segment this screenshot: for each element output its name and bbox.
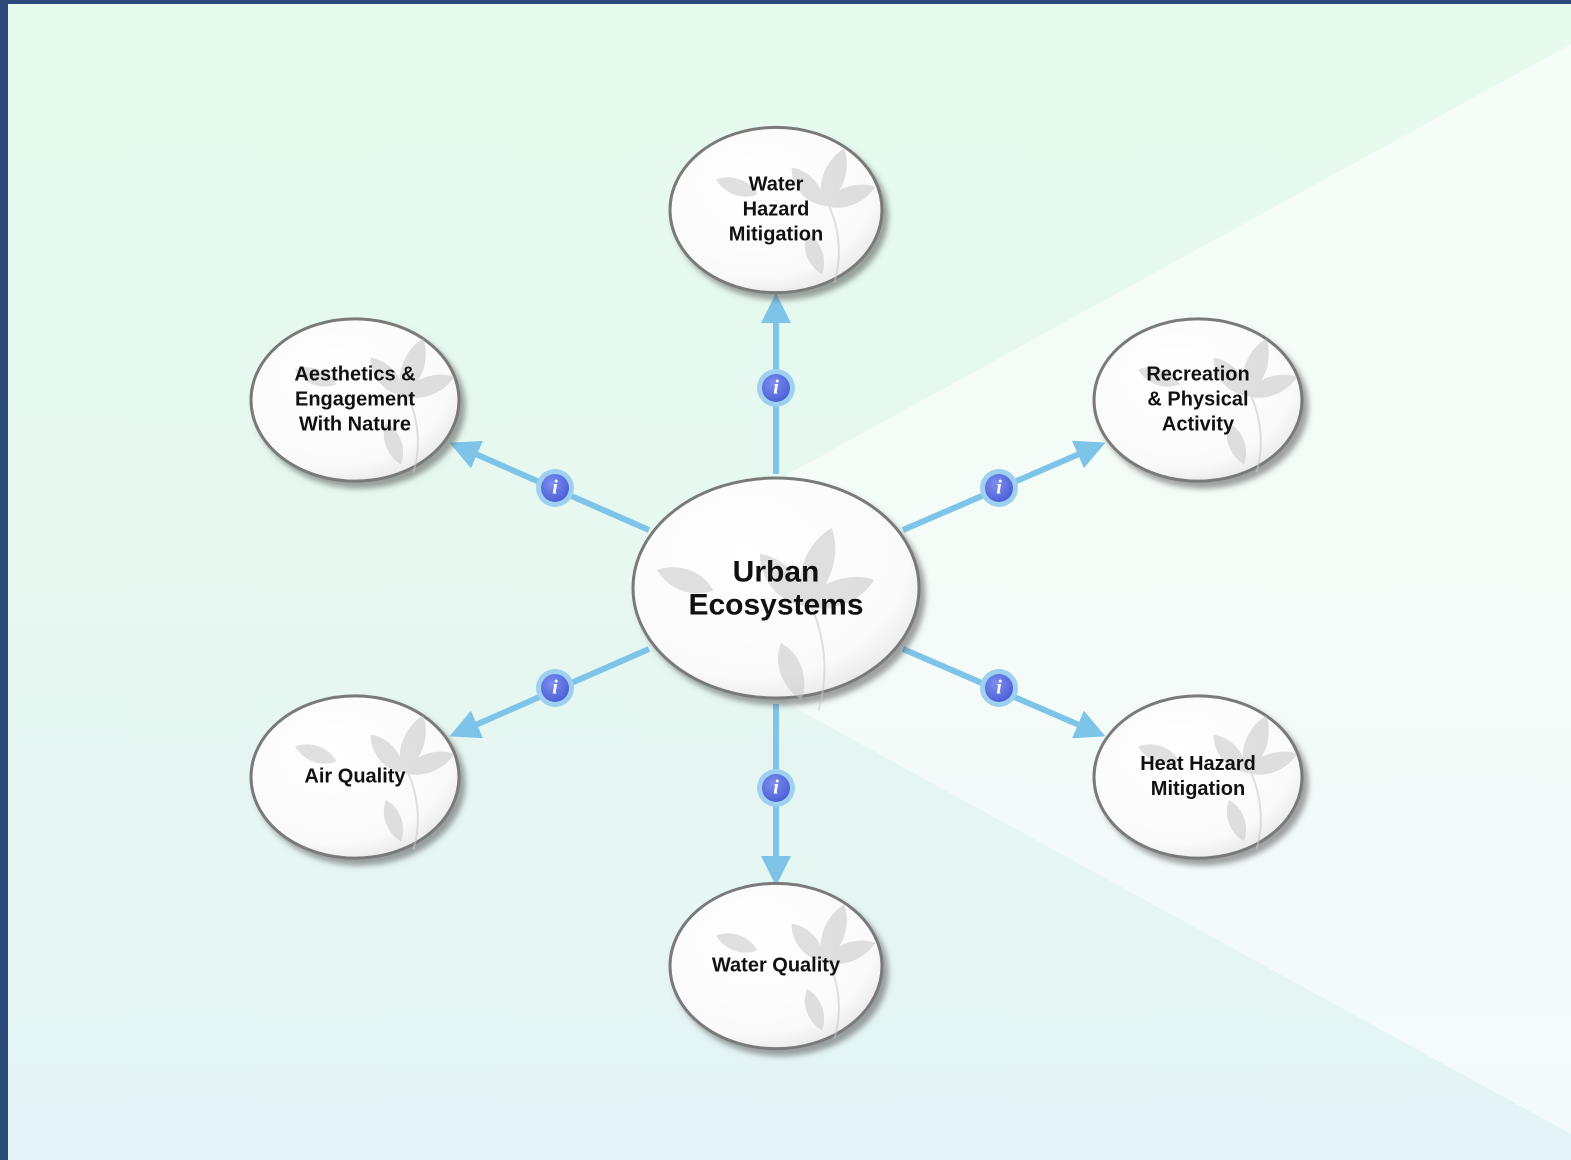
node-label-line: Activity [1162,413,1235,435]
leaf-shape [402,374,455,398]
info-icon [541,474,569,502]
leaf-shape [716,933,758,953]
leaf-shape [803,577,874,609]
leaf-watermark-icon [716,148,876,283]
leaf-shape [370,734,403,773]
leaf-shape [1138,367,1180,387]
leaf-shape [399,338,426,396]
leaf-stem [828,961,840,1039]
info-icon [985,674,1013,702]
info-icon-glyph: i [552,477,558,499]
leaf-stem [407,772,419,850]
leaf-shape [1213,734,1246,773]
leaf-shape [383,423,404,465]
leaf-shape [383,800,404,842]
leaf-shape [778,643,805,700]
info-icon-glyph: i [996,477,1002,499]
leaf-watermark-icon [657,527,874,711]
leaf-watermark-icon [295,338,455,473]
node-label-line: Mitigation [729,223,823,245]
leaf-shape [295,744,337,764]
leaf-stem [1250,395,1262,473]
info-icon [541,674,569,702]
info-button-aesthetics-engagement[interactable]: i [536,469,574,507]
leaf-stem [810,605,826,711]
leaf-shape [1226,800,1247,842]
node-label-line: Aesthetics & [294,363,415,385]
info-icon [762,774,790,802]
leaf-stem [828,205,840,283]
leaf-shape [657,567,714,594]
leaf-shape [402,751,455,775]
node-label-line: Recreation [1146,363,1249,385]
leaf-shape [823,184,876,208]
leaf-shape [1245,751,1298,775]
info-icon-glyph: i [552,677,558,699]
nodes-layer: UrbanEcosystemsWaterHazardMitigationRecr… [249,125,1304,1051]
info-badges-layer: i i i i i i [536,369,1018,807]
leaf-shape [1213,357,1246,396]
node-label-line: Water Quality [712,954,841,976]
leaf-watermark-icon [1138,715,1298,850]
leaf-stem [1250,772,1262,850]
leaf-shape [760,553,804,606]
info-button-recreation-physical-activity[interactable]: i [980,469,1018,507]
leaf-shape [1226,423,1247,465]
leaf-shape [295,367,337,387]
leaf-stem [407,395,419,473]
info-icon [985,474,1013,502]
leaf-watermark-icon [716,904,876,1039]
node-label-line: Heat Hazard [1140,753,1256,775]
center-node-label-line: Urban [733,555,820,588]
node-label-line: With Nature [299,413,411,435]
info-icon-glyph: i [996,677,1002,699]
info-button-water-quality[interactable]: i [757,769,795,807]
node-label-line: Hazard [743,198,810,220]
info-icon-glyph: i [773,777,779,799]
info-button-water-hazard-mitigation[interactable]: i [757,369,795,407]
leaf-watermark-icon [1138,338,1298,473]
leaf-shape [1242,338,1269,396]
leaf-shape [1242,715,1269,773]
leaf-watermark-icon [295,715,455,850]
center-node-label-line: Ecosystems [688,588,863,621]
info-button-air-quality[interactable]: i [536,669,574,707]
info-icon-glyph: i [773,377,779,399]
ecosystem-services-diagram: UrbanEcosystemsWaterHazardMitigationRecr… [249,44,1571,1134]
leaf-shape [820,148,847,206]
node-air-quality[interactable]: Air Quality [249,694,461,860]
node-label-line: Mitigation [1151,778,1245,800]
node-label-line: & Physical [1147,388,1248,410]
leaf-shape [1138,744,1180,764]
leaf-shape [804,233,825,275]
leaf-shape [716,177,758,197]
leaf-shape [799,527,836,606]
leaf-shape [820,904,847,962]
leaf-shape [791,923,824,962]
node-label-line: Water [749,173,804,195]
leaf-shape [1245,374,1298,398]
leaf-shape [804,989,825,1031]
node-label-line: Air Quality [304,765,406,787]
leaf-shape [823,940,876,964]
info-button-heat-hazard-mitigation[interactable]: i [980,669,1018,707]
node-water-quality[interactable]: Water Quality [668,881,884,1051]
leaf-shape [791,167,824,206]
background-light-wedge [788,44,1571,1134]
leaf-shape [370,357,403,396]
node-label-line: Engagement [295,388,415,410]
leaf-shape [399,715,426,773]
info-icon [762,374,790,402]
